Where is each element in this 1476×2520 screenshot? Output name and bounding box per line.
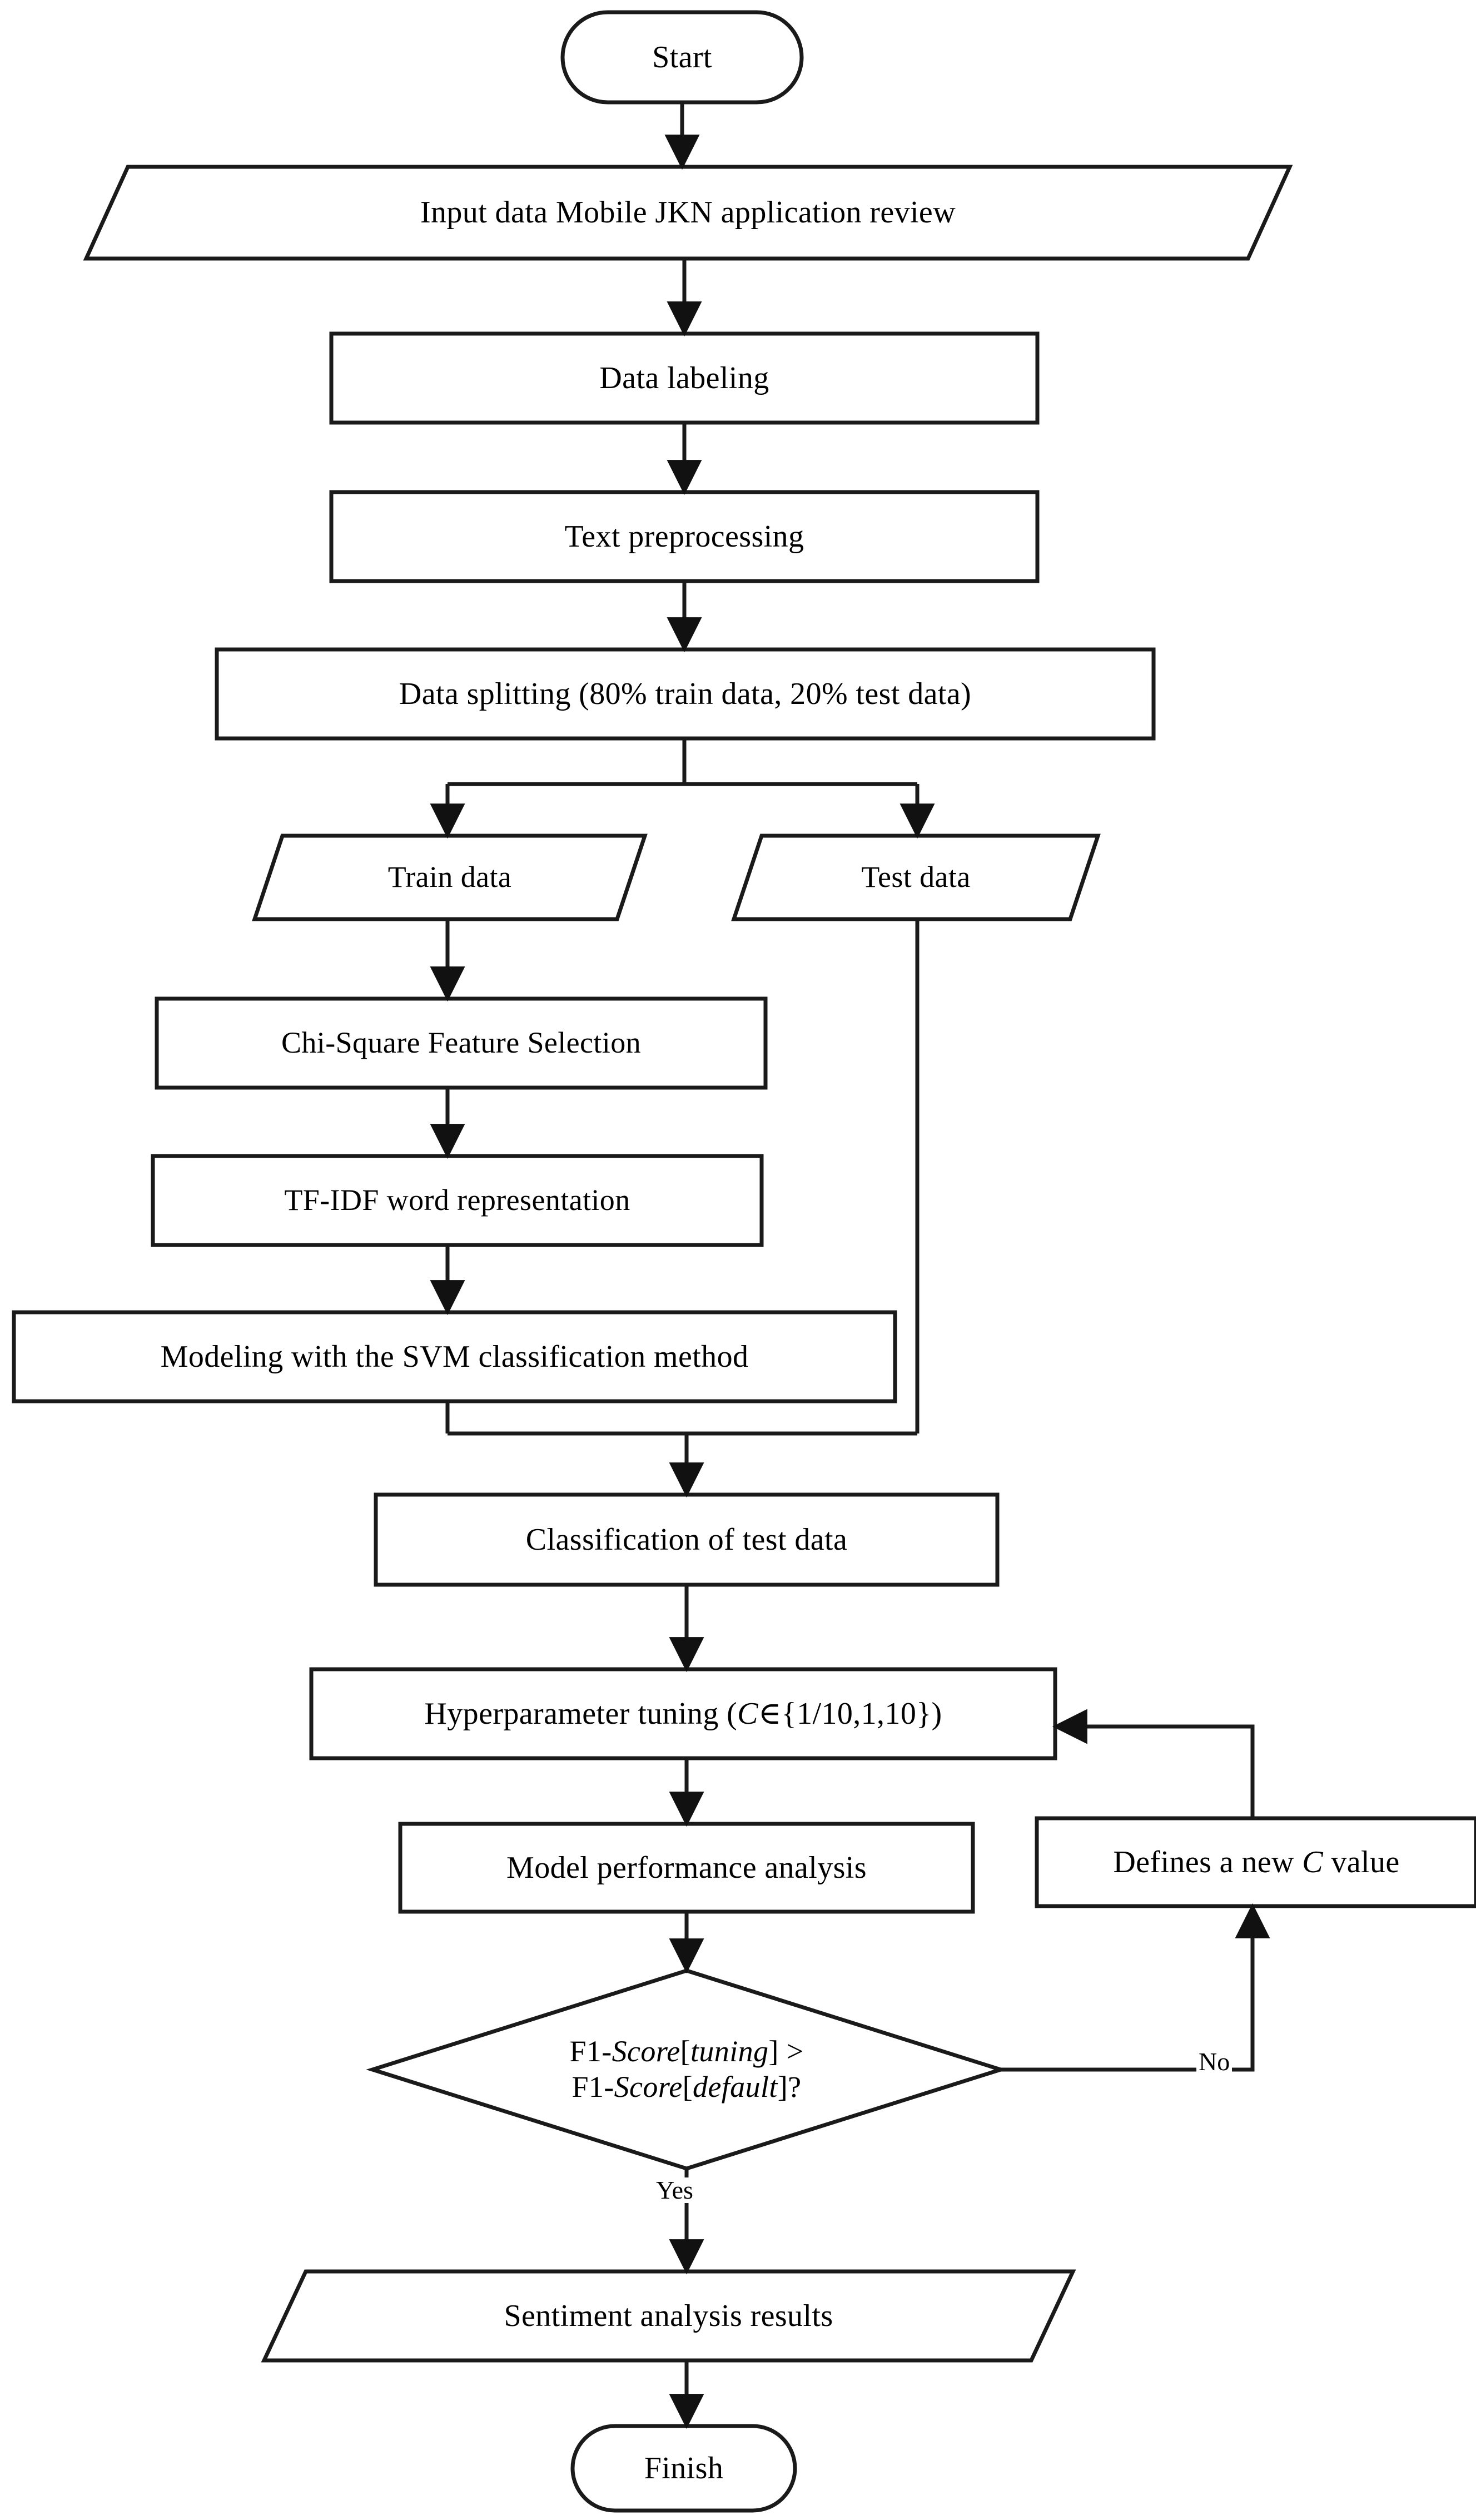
edge-decision-no bbox=[1001, 1903, 1270, 2072]
edge-label-no: No bbox=[1196, 2049, 1233, 2075]
shape-start bbox=[560, 10, 804, 105]
shape-sentiment-results bbox=[261, 2269, 1076, 2363]
shape-new-c-value bbox=[1035, 1816, 1476, 1908]
shape-train-data bbox=[252, 834, 648, 921]
shape-data-splitting bbox=[215, 647, 1156, 741]
shape-data-labeling bbox=[329, 331, 1040, 425]
shape-test-data bbox=[731, 834, 1101, 921]
shape-chi-square bbox=[155, 996, 768, 1090]
shape-hyperparameter bbox=[309, 1667, 1057, 1760]
edge-newc-feedback bbox=[1052, 1709, 1255, 1818]
shape-tfidf bbox=[151, 1154, 764, 1247]
shape-input-data bbox=[83, 165, 1293, 261]
shape-classification bbox=[374, 1492, 1000, 1587]
shape-text-preprocessing bbox=[329, 490, 1040, 583]
shape-performance bbox=[398, 1822, 975, 1914]
edge-label-yes: Yes bbox=[654, 2177, 695, 2203]
shape-decision bbox=[366, 1968, 1007, 2171]
shape-modeling bbox=[12, 1310, 897, 1403]
shape-finish bbox=[570, 2424, 797, 2513]
